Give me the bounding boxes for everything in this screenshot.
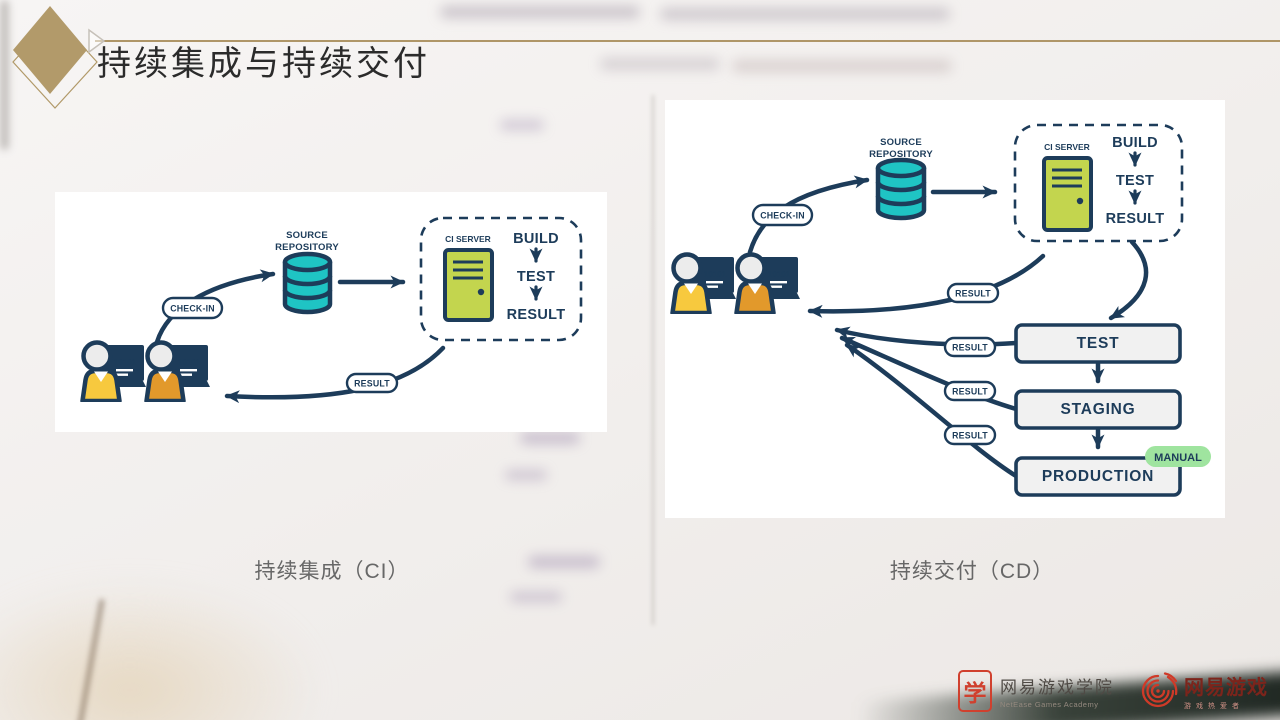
- header-rule: [95, 40, 1280, 42]
- result-return-arrow-3: [839, 335, 1019, 412]
- result-pill: RESULT: [345, 372, 399, 394]
- developer-orange: [147, 343, 211, 402]
- step-result: RESULT: [507, 307, 566, 323]
- repo-label-line1: SOURCE: [286, 230, 328, 241]
- result-pill-2: RESULT: [943, 336, 997, 358]
- ci-caption: 持续集成（CI）: [254, 560, 410, 583]
- server-icon: [1042, 156, 1093, 232]
- background-blur-mark: [652, 95, 654, 625]
- step-build: BUILD: [1112, 135, 1158, 151]
- cd-caption: 持续交付（CD）: [889, 560, 1055, 583]
- diamond-decoration: [12, 6, 106, 109]
- checkin-pill: CHECK-IN: [751, 203, 814, 227]
- step-build: BUILD: [513, 231, 559, 247]
- checkin-pill-label: CHECK-IN: [760, 211, 805, 221]
- result-pill-4: RESULT: [943, 424, 997, 446]
- background-blur-mark: [505, 470, 547, 480]
- repo-label-line2: REPOSITORY: [869, 149, 933, 160]
- result-pill-label: RESULT: [354, 379, 390, 389]
- background-blur-mark: [660, 8, 950, 20]
- background-blur-mark: [500, 120, 544, 130]
- background-blur-mark: [732, 60, 952, 72]
- result-return-arrow: [224, 345, 446, 404]
- result-pill-label: RESULT: [952, 431, 988, 441]
- stage-staging-label: STAGING: [1060, 401, 1135, 418]
- background-beige-corner: [0, 580, 320, 720]
- academy-name-en: NetEase Games Academy: [1000, 700, 1099, 709]
- stage-box-test: [1014, 323, 1182, 364]
- netease-name-cn: 网易游戏: [1184, 677, 1268, 699]
- checkin-pill-label: CHECK-IN: [170, 304, 215, 314]
- result-return-arrow-4: [844, 342, 1019, 479]
- background-blur-mark: [510, 592, 562, 602]
- background-blur-mark: [600, 58, 720, 70]
- footer-logos: 学 网易游戏学院 NetEase Games Academy 网易游戏: [958, 670, 1268, 712]
- triangle-icon: [88, 28, 106, 54]
- step-test: TEST: [1116, 173, 1154, 189]
- academy-seal-icon: 学: [958, 670, 992, 712]
- developer-yellow: [673, 255, 737, 314]
- background-blur-mark: [528, 556, 600, 568]
- repo-label-line1: SOURCE: [880, 137, 922, 148]
- background-blur-mark: [440, 6, 640, 18]
- page-title: 持续集成与持续交付: [97, 46, 430, 83]
- cd-diagram: CI SERVER BUILD TEST RESULT SOURCE REPOS…: [665, 123, 1211, 497]
- netease-games-logo: 网易游戏 游戏热爱者: [1138, 671, 1268, 711]
- developer-orange: [737, 255, 801, 314]
- result-pill-3: RESULT: [943, 380, 997, 402]
- stage-box-staging: [1014, 389, 1182, 430]
- result-pill-label: RESULT: [952, 343, 988, 353]
- stage-box-production: [1014, 456, 1182, 497]
- checkin-pill: CHECK-IN: [161, 296, 224, 320]
- academy-name-cn: 网易游戏学院: [1000, 678, 1114, 697]
- database-icon: [282, 251, 333, 315]
- result-return-arrow-1: [807, 253, 1046, 318]
- result-pill-label: RESULT: [955, 289, 991, 299]
- server-icon: [443, 248, 494, 322]
- server-to-test-arrow: [1108, 239, 1149, 321]
- netease-academy-logo: 学 网易游戏学院 NetEase Games Academy: [958, 670, 1114, 712]
- academy-seal-glyph: 学: [963, 681, 987, 706]
- result-pill-1: RESULT: [946, 282, 1000, 304]
- cd-diagram-panel: CI SERVER BUILD TEST RESULT SOURCE REPOS…: [665, 100, 1225, 518]
- background-blur-mark: [520, 432, 580, 444]
- step-result: RESULT: [1106, 211, 1165, 227]
- diamond-icon: [13, 6, 87, 94]
- stage-test-label: TEST: [1077, 335, 1120, 352]
- result-pill-label: RESULT: [952, 387, 988, 397]
- step-test: TEST: [517, 269, 555, 285]
- netease-name-sub: 游戏热爱者: [1184, 703, 1244, 710]
- ci-server-label: CI SERVER: [445, 234, 491, 244]
- netease-flame-icon: [1141, 672, 1178, 708]
- repo-label-line2: REPOSITORY: [275, 242, 339, 253]
- ci-server-label: CI SERVER: [1044, 142, 1090, 152]
- stage-production-label: PRODUCTION: [1042, 468, 1154, 485]
- ci-diagram: 10101 CI SERVER B: [55, 216, 583, 404]
- manual-badge-label: MANUAL: [1154, 452, 1202, 464]
- database-icon: [875, 157, 927, 221]
- background-notebook-edge: [76, 598, 105, 720]
- ci-diagram-panel: 10101 CI SERVER B: [55, 192, 607, 432]
- developer-yellow: [83, 343, 147, 402]
- manual-badge: MANUAL: [1145, 446, 1211, 467]
